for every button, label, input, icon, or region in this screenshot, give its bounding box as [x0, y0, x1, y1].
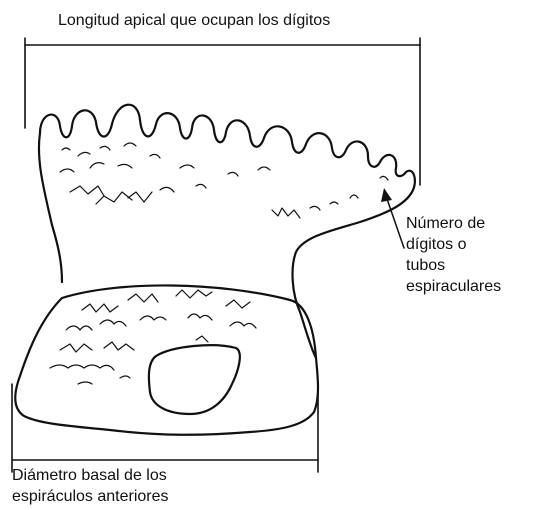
digit-count-label-line: Número de — [406, 213, 501, 234]
spiracle-base-outline — [15, 285, 318, 434]
digit-texture — [60, 143, 388, 218]
digit-count-label: Número de dígitos o tubos espiraculares — [406, 213, 501, 297]
apical-length-label: Longitud apical que ocupan los dígitos — [58, 10, 330, 31]
digit-count-label-line: tubos — [406, 255, 501, 276]
apical-length-bracket — [25, 38, 420, 185]
digit-count-label-line: dígitos o — [406, 234, 501, 255]
spiracle-left-edge — [52, 225, 62, 282]
digit-pointer-arrowhead — [381, 188, 392, 202]
basal-diameter-label-line: espiráculos anteriores — [12, 486, 169, 507]
basal-diameter-label-line: Diámetro basal de los — [12, 465, 169, 486]
base-texture — [50, 290, 256, 384]
spiracle-digits-outline — [39, 105, 415, 358]
basal-diameter-label: Diámetro basal de los espiráculos anteri… — [12, 465, 169, 507]
spiracle-lumen — [149, 345, 240, 414]
digit-count-label-line: espiraculares — [406, 276, 501, 297]
basal-diameter-bracket — [12, 384, 318, 472]
